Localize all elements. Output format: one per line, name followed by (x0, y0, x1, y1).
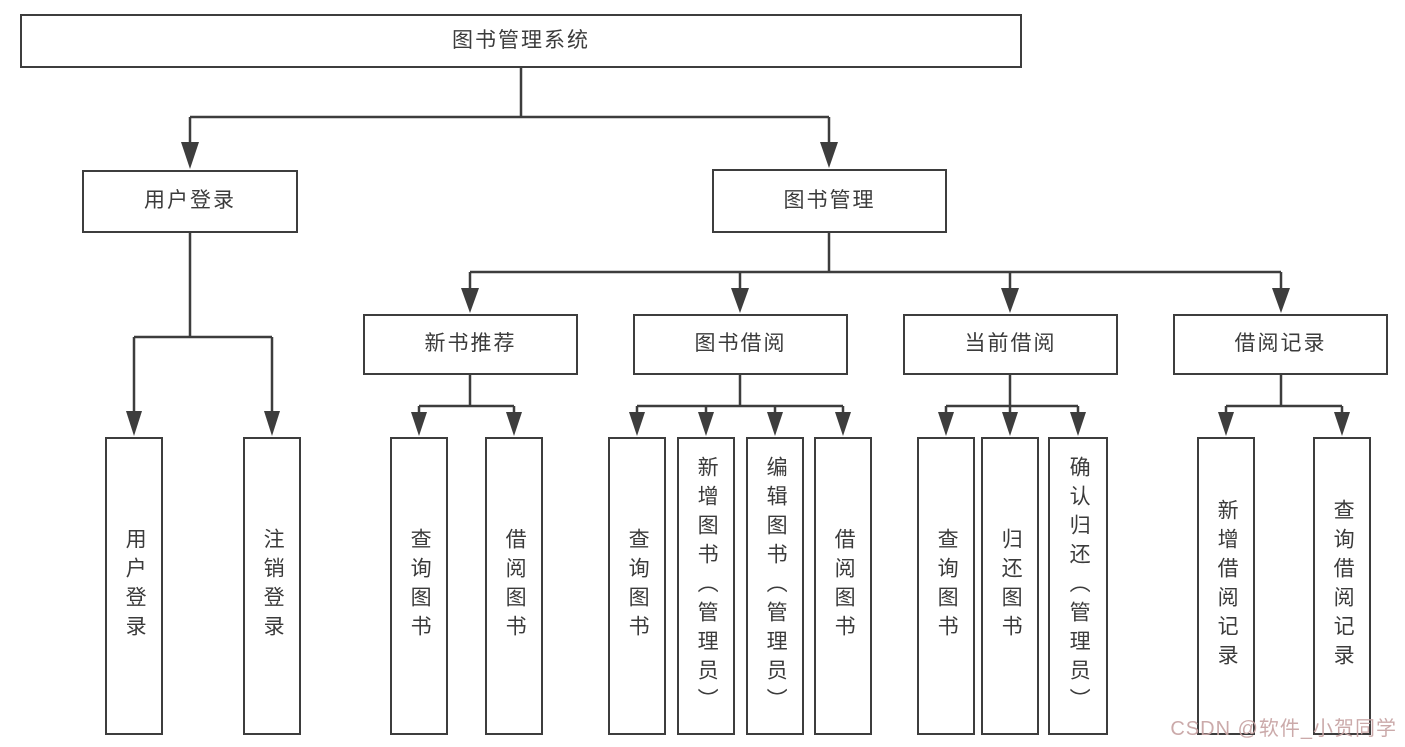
node-root-label: 图书管理系统 (452, 28, 590, 52)
node-new-book-recommend: 新书推荐 (363, 314, 578, 375)
leaf-query-books-3: 查询图书 (917, 437, 975, 735)
leaf-label: 用户登录 (123, 528, 147, 644)
node-label: 用户登录 (144, 189, 236, 213)
watermark-text: CSDN @软件_小贺同学 (1170, 718, 1397, 740)
node-label: 图书借阅 (694, 332, 787, 356)
leaf-user-login: 用户登录 (105, 437, 163, 735)
node-current-borrow: 当前借阅 (903, 314, 1118, 375)
leaf-label: 查询图书 (408, 528, 432, 644)
node-label: 借阅记录 (1234, 332, 1327, 356)
leaf-label: 查询图书 (626, 528, 650, 644)
leaf-borrow-books-1: 借阅图书 (485, 437, 543, 735)
leaf-logout: 注销登录 (243, 437, 301, 735)
leaf-borrow-books-2: 借阅图书 (814, 437, 872, 735)
leaf-add-borrow-record: 新增借阅记录 (1197, 437, 1255, 735)
node-book-borrow: 图书借阅 (633, 314, 848, 375)
node-root: 图书管理系统 (20, 14, 1022, 68)
node-label: 图书管理 (783, 188, 876, 212)
node-book-management-branch: 图书管理 (712, 169, 947, 233)
arrow-heads (126, 142, 1350, 436)
leaf-label: 新增借阅记录 (1215, 499, 1239, 673)
leaf-label: 查询图书 (935, 528, 959, 644)
leaf-label: 确认归还（管理员） (1067, 455, 1091, 717)
leaf-label: 新增图书（管理员） (695, 455, 719, 717)
leaf-label: 借阅图书 (832, 528, 856, 644)
leaf-query-books-2: 查询图书 (608, 437, 666, 735)
leaf-label: 借阅图书 (503, 528, 527, 644)
node-borrow-records: 借阅记录 (1173, 314, 1388, 375)
node-label: 当前借阅 (964, 332, 1057, 356)
leaf-edit-books-admin: 编辑图书（管理员） (746, 437, 804, 735)
leaf-label: 注销登录 (261, 528, 285, 644)
leaf-label: 归还图书 (999, 528, 1023, 644)
leaf-label: 编辑图书（管理员） (764, 455, 788, 717)
leaf-return-books: 归还图书 (981, 437, 1039, 735)
leaf-confirm-return-admin: 确认归还（管理员） (1048, 437, 1108, 735)
leaf-query-books-1: 查询图书 (390, 437, 448, 735)
node-user-login-branch: 用户登录 (82, 170, 298, 233)
node-label: 新书推荐 (424, 332, 517, 356)
leaf-query-borrow-record: 查询借阅记录 (1313, 437, 1371, 735)
leaf-label: 查询借阅记录 (1331, 499, 1355, 673)
leaf-add-books-admin: 新增图书（管理员） (677, 437, 735, 735)
tree-edges (132, 68, 1344, 413)
